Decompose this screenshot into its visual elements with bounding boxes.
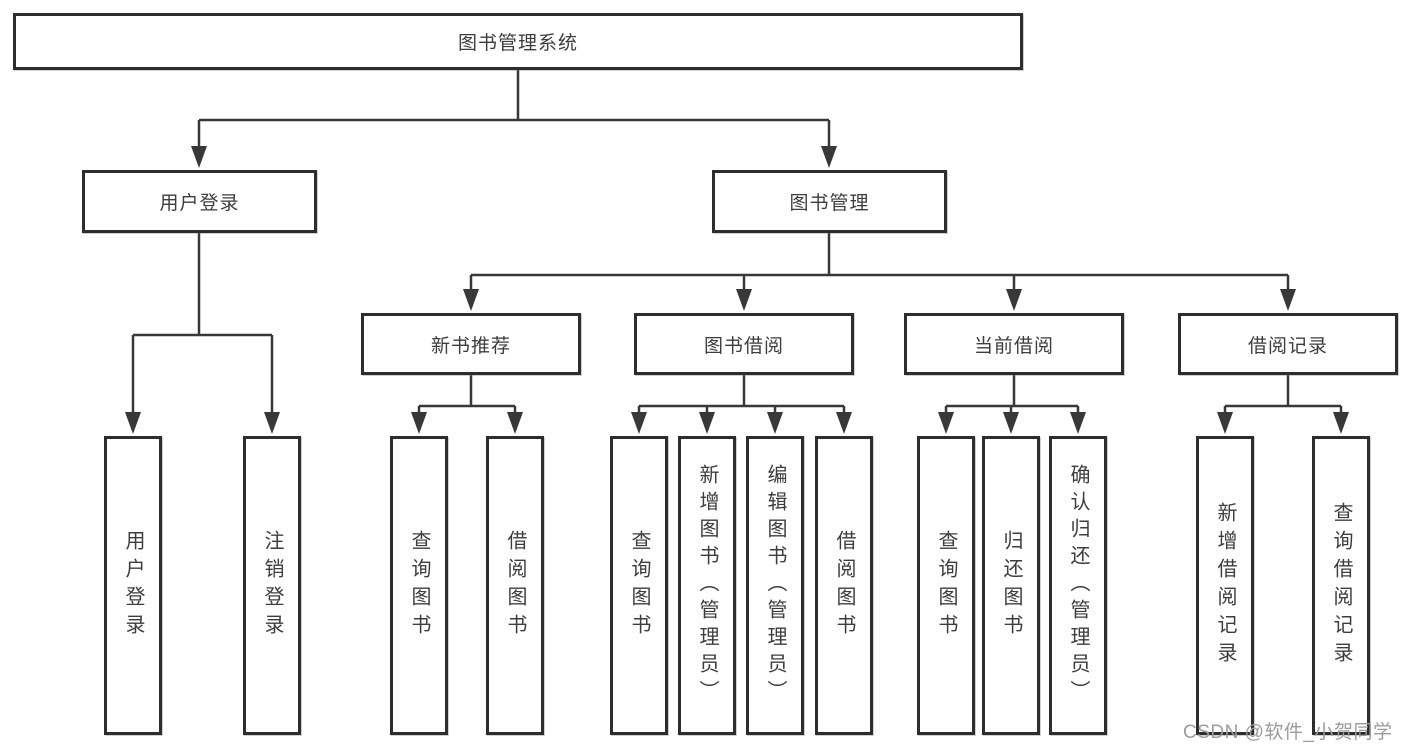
node-new-book-recommendation: 新书推荐 xyxy=(361,313,581,375)
leaf-borrow-books: 借阅图书 xyxy=(815,436,873,735)
leaf-query-books-current: 查询图书 xyxy=(917,436,975,735)
leaf-confirm-return-admin: 确认归还（管理员） xyxy=(1049,436,1107,735)
leaf-label: 查询图书 xyxy=(408,529,430,642)
leaf-query-books-borrow: 查询图书 xyxy=(610,436,668,735)
leaf-label: 查询图书 xyxy=(935,529,957,642)
leaf-add-borrow-record: 新增借阅记录 xyxy=(1196,436,1254,735)
leaf-label: 查询图书 xyxy=(628,529,650,642)
node-user-login: 用户登录 xyxy=(82,170,317,233)
leaf-label: 借阅图书 xyxy=(504,529,526,642)
csdn-watermark: CSDN @软件_小贺同学 xyxy=(1183,722,1393,743)
leaf-label: 编辑图书（管理员） xyxy=(764,464,786,707)
node-label: 用户登录 xyxy=(159,193,240,214)
leaf-label: 归还图书 xyxy=(1000,529,1022,642)
tree-edges xyxy=(131,70,1343,413)
node-label: 借阅记录 xyxy=(1247,335,1328,357)
node-book-borrowing: 图书借阅 xyxy=(634,313,854,375)
leaf-borrow-books-recommend: 借阅图书 xyxy=(486,436,544,735)
leaf-label: 查询借阅记录 xyxy=(1330,501,1352,670)
leaf-label: 借阅图书 xyxy=(833,529,855,642)
leaf-label: 确认归还（管理员） xyxy=(1067,464,1089,707)
node-label: 图书管理 xyxy=(789,193,870,214)
node-label: 当前借阅 xyxy=(973,335,1054,357)
node-book-management: 图书管理 xyxy=(712,170,947,233)
node-current-borrowing: 当前借阅 xyxy=(904,313,1124,375)
leaf-query-borrow-record: 查询借阅记录 xyxy=(1312,436,1370,735)
leaf-logout: 注销登录 xyxy=(243,436,301,735)
node-label: 新书推荐 xyxy=(430,335,511,357)
leaf-label: 注销登录 xyxy=(261,529,283,642)
node-library-system: 图书管理系统 xyxy=(13,13,1023,70)
leaf-label: 新增借阅记录 xyxy=(1214,501,1236,670)
leaf-label: 新增图书（管理员） xyxy=(696,464,718,707)
leaf-return-books: 归还图书 xyxy=(982,436,1040,735)
leaf-query-books-recommend: 查询图书 xyxy=(390,436,448,735)
leaf-edit-book-admin: 编辑图书（管理员） xyxy=(746,436,804,735)
node-label: 图书借阅 xyxy=(703,335,784,357)
node-borrowing-records: 借阅记录 xyxy=(1178,313,1398,375)
leaf-add-book-admin: 新增图书（管理员） xyxy=(678,436,736,735)
leaf-label: 用户登录 xyxy=(122,529,144,642)
arrowheads xyxy=(125,146,1349,434)
node-label: 图书管理系统 xyxy=(457,33,578,54)
leaf-user-login: 用户登录 xyxy=(104,436,162,735)
